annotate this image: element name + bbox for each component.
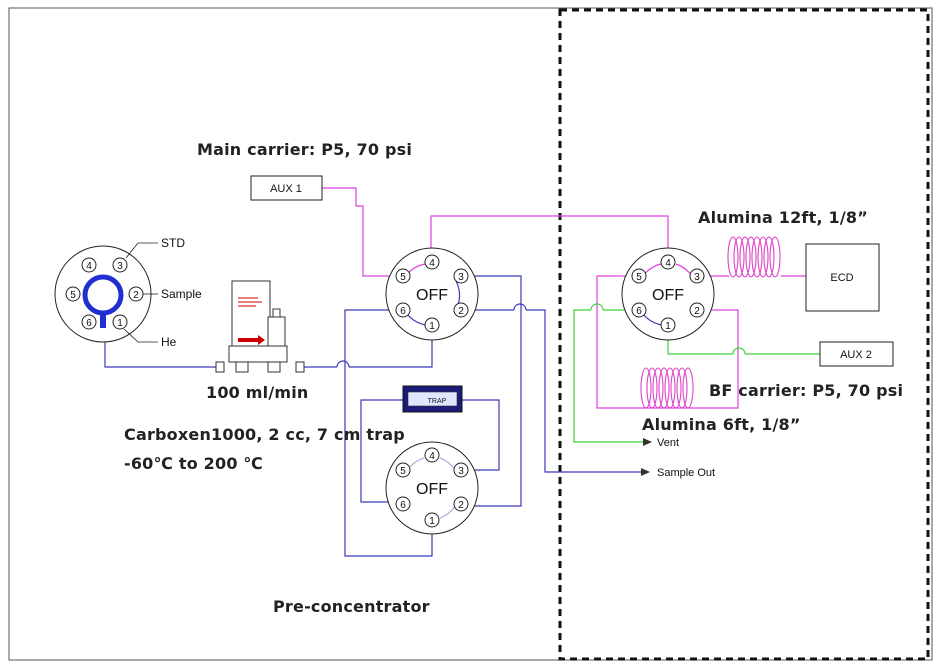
svg-text:4: 4 xyxy=(86,261,92,272)
valve-a-state: OFF xyxy=(416,287,448,304)
svg-text:2: 2 xyxy=(133,290,139,301)
svg-text:2: 2 xyxy=(458,500,464,511)
svg-text:1: 1 xyxy=(665,321,671,332)
temperature-range-label: -60℃ to 200 ℃ xyxy=(124,454,263,473)
sample-out-arrow xyxy=(641,468,650,476)
svg-text:5: 5 xyxy=(400,466,406,477)
stream-selector-valve: 4 3 5 2 6 1 STD Sample He xyxy=(54,236,202,349)
svg-text:4: 4 xyxy=(429,258,435,269)
alumina-12ft-label: Alumina 12ft, 1/8” xyxy=(698,208,868,227)
svg-text:5: 5 xyxy=(400,272,406,283)
std-label: STD xyxy=(161,236,185,250)
alumina-6ft-coil xyxy=(640,367,694,409)
ecd-detector: ECD xyxy=(805,243,880,312)
valve-c: 4 3 2 1 6 5 OFF xyxy=(385,441,479,535)
svg-text:5: 5 xyxy=(70,290,76,301)
svg-text:2: 2 xyxy=(458,306,464,317)
svg-text:1: 1 xyxy=(429,321,435,332)
mass-flow-controller xyxy=(215,280,305,373)
svg-text:1: 1 xyxy=(429,516,435,527)
magenta-tubing xyxy=(322,187,806,409)
svg-text:3: 3 xyxy=(458,466,464,477)
svg-text:6: 6 xyxy=(400,500,406,511)
svg-text:6: 6 xyxy=(400,306,406,317)
svg-text:6: 6 xyxy=(86,318,92,329)
preconcentrator-label: Pre-concentrator xyxy=(273,597,430,616)
aux1-label: AUX 1 xyxy=(270,183,302,195)
dashed-region xyxy=(558,8,930,661)
aux1-box: AUX 1 xyxy=(250,175,323,201)
alumina-6ft-label: Alumina 6ft, 1/8” xyxy=(642,415,801,434)
valve-a: 4 3 2 1 6 5 OFF xyxy=(385,247,479,341)
svg-text:6: 6 xyxy=(636,306,642,317)
svg-text:3: 3 xyxy=(458,272,464,283)
alumina-12ft-coil xyxy=(727,236,781,278)
aux2-box: AUX 2 xyxy=(819,341,894,367)
valve-b-state: OFF xyxy=(652,287,684,304)
main-carrier-label: Main carrier: P5, 70 psi xyxy=(197,140,412,159)
ecd-label: ECD xyxy=(830,272,853,284)
svg-text:4: 4 xyxy=(665,258,671,269)
valve-c-state: OFF xyxy=(416,481,448,498)
svg-text:3: 3 xyxy=(117,261,123,272)
vent-arrow xyxy=(643,438,652,446)
flow-rate-label: 100 ml/min xyxy=(206,383,309,402)
svg-text:1: 1 xyxy=(117,318,123,329)
he-label: He xyxy=(161,335,177,349)
sample-out-label: Sample Out xyxy=(657,467,715,479)
trap: TRAP xyxy=(402,385,463,413)
outer-frame xyxy=(8,7,933,661)
aux2-label: AUX 2 xyxy=(840,349,872,361)
svg-text:2: 2 xyxy=(694,306,700,317)
trap-label: TRAP xyxy=(428,398,447,405)
valve-b: 4 3 2 1 6 5 OFF xyxy=(621,247,715,341)
bf-carrier-label: BF carrier: P5, 70 psi xyxy=(709,381,903,400)
svg-text:3: 3 xyxy=(694,272,700,283)
trap-description-label: Carboxen1000, 2 cc, 7 cm trap xyxy=(124,425,405,444)
svg-text:5: 5 xyxy=(636,272,642,283)
vent-label: Vent xyxy=(657,437,679,449)
sample-label: Sample xyxy=(161,287,202,301)
svg-text:4: 4 xyxy=(429,451,435,462)
